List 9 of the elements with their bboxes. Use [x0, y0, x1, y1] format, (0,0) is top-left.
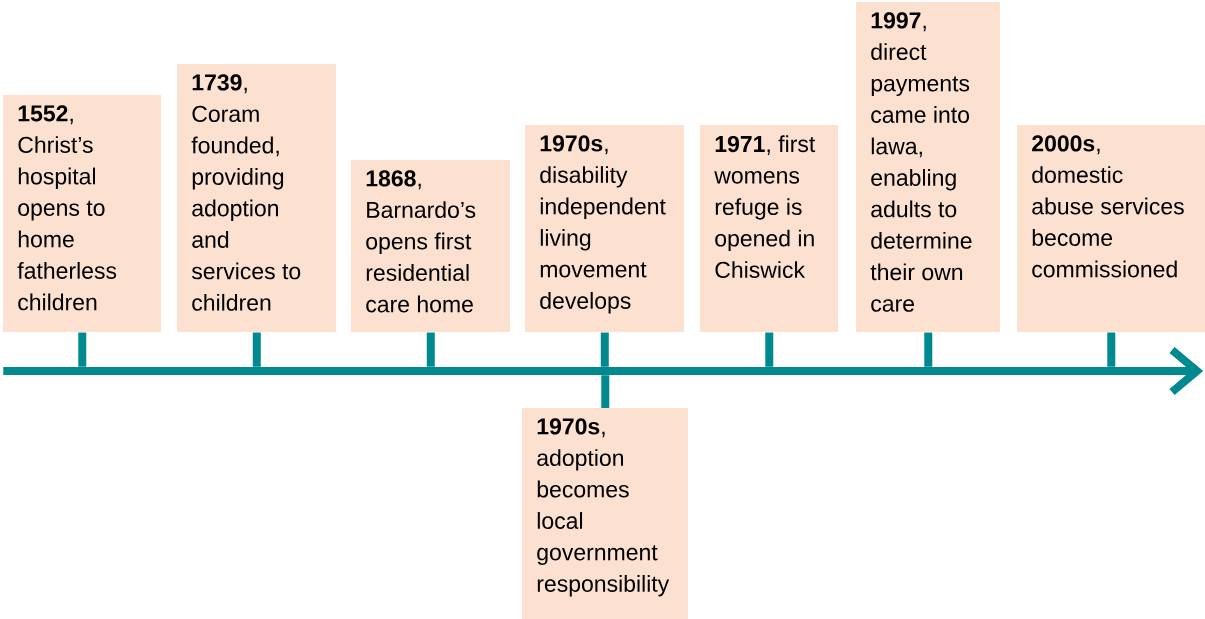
event-box: 1997, direct payments came into lawa, enabling adults to determine their own care	[856, 2, 1000, 332]
timeline-arrow	[3, 346, 1204, 396]
event-box: 2000s, domestic abuse services become commissioned	[1017, 125, 1205, 332]
event-box: 1739, Coram founded, providing adoption and services to children	[177, 64, 336, 332]
event-box: 1868, Barnardo’s opens first residential care home	[351, 160, 510, 332]
event-box: 1970s, adoption becomes local government responsibility	[522, 408, 688, 619]
event-box: 1552, Christ’s hospital opens to home fatherless children	[3, 95, 161, 332]
event-box: 1971, first womens refuge is opened in Chiswick	[700, 125, 838, 332]
event-box: 1970s, disability independent living movement develops	[525, 125, 684, 332]
